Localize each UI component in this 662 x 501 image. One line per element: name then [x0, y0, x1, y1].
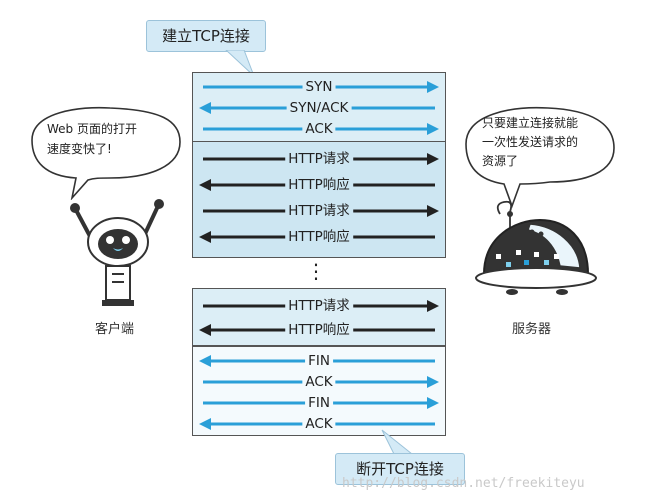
http-exchange-row: HTTP请求	[193, 295, 445, 317]
http-exchange-panel-2: HTTP请求 HTTP响应	[192, 288, 446, 346]
http-exchange-row: HTTP响应	[193, 319, 445, 341]
http-exchange-label: HTTP请求	[285, 201, 353, 221]
close-connection-callout: 断开TCP连接	[335, 453, 465, 485]
teardown-label: FIN	[305, 351, 333, 371]
handshake-row: SYN/ACK	[193, 97, 445, 119]
teardown-row: FIN	[193, 350, 445, 372]
handshake-label: SYN	[302, 77, 336, 97]
teardown-label: FIN	[305, 393, 333, 413]
server-label: 服务器	[512, 322, 552, 337]
close-connection-label: 断开TCP连接	[356, 460, 444, 478]
client-speech-line-2: 速度变快了!	[47, 142, 112, 156]
server-speech-line-1: 只要建立连接就能	[482, 116, 579, 130]
handshake-row: ACK	[193, 118, 445, 140]
ellipsis: ⋮	[306, 259, 326, 283]
teardown-row: ACK	[193, 413, 445, 435]
watermark: http://blog.csdn.net/freekiteyu	[342, 476, 585, 491]
server-speech-bubble	[465, 106, 615, 209]
http-exchange-row: HTTP请求	[193, 200, 445, 222]
callout-pointer-top	[225, 50, 255, 77]
teardown-row: FIN	[193, 392, 445, 414]
http-exchange-label: HTTP请求	[285, 296, 353, 316]
teardown-label: ACK	[302, 414, 336, 434]
establish-connection-callout: 建立TCP连接	[146, 20, 266, 52]
handshake-label: ACK	[302, 119, 336, 139]
http-exchange-row: HTTP响应	[193, 226, 445, 248]
handshake-row: SYN	[193, 76, 445, 98]
http-exchange-label: HTTP响应	[285, 227, 353, 247]
server-speech-line-3: 资源了	[482, 154, 519, 168]
client-label: 客户端	[95, 322, 135, 337]
http-exchange-row: HTTP请求	[193, 148, 445, 170]
http-exchange-panel-1: HTTP请求 HTTP响应 HTTP请求 HTTP响应	[192, 141, 446, 258]
http-exchange-label: HTTP请求	[285, 149, 353, 169]
server-robot-illustration	[475, 200, 597, 295]
establish-connection-label: 建立TCP连接	[162, 27, 250, 45]
server-speech-line-2: 一次性发送请求的	[482, 135, 579, 149]
teardown-row: ACK	[193, 371, 445, 393]
handshake-label: SYN/ACK	[286, 98, 352, 118]
http-exchange-label: HTTP响应	[285, 175, 353, 195]
client-speech-line-1: Web 页面的打开	[47, 122, 137, 136]
http-exchange-label: HTTP响应	[285, 320, 353, 340]
client-speech-bubble	[31, 106, 181, 200]
client-robot-illustration	[70, 199, 164, 306]
teardown-label: ACK	[302, 372, 336, 392]
http-exchange-row: HTTP响应	[193, 174, 445, 196]
